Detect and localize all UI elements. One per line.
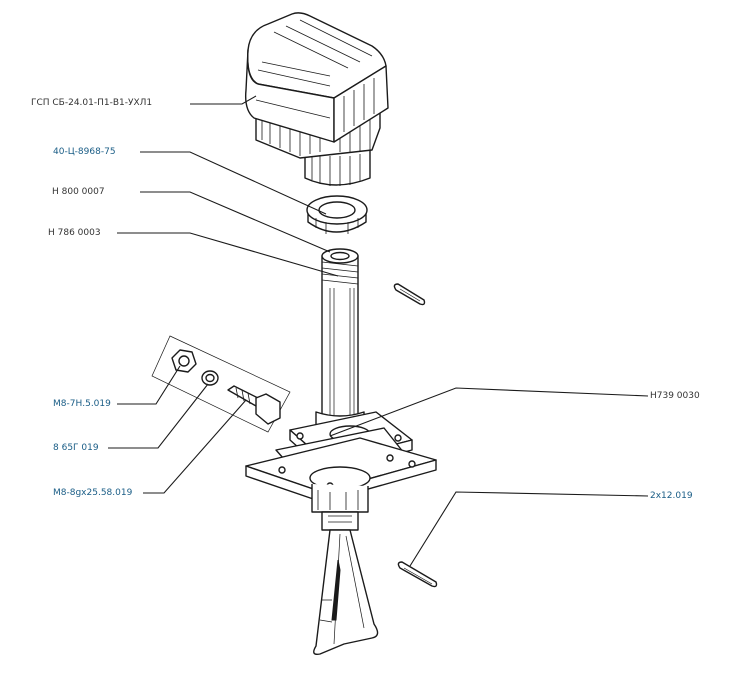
leader-lines [108,95,649,567]
lower-shaft-paddle [313,511,379,656]
bracket-assembly [245,411,437,513]
fastener-group [151,335,291,433]
callout-bracket: Н739 0030 [650,391,700,401]
callout-stem: Н 786 0003 [48,228,101,238]
callout-washer-top: Н 800 0007 [52,187,105,197]
cotter-pin-upper [393,283,426,306]
switch-housing [244,12,389,186]
callout-nut-large-link[interactable]: 40-Ц-8968-75 [53,147,116,157]
callout-cotter-pin-link[interactable]: 2x12.019 [650,491,693,501]
callout-bolt-link[interactable]: М8-8gx25.58.019 [53,488,133,498]
callout-switch: ГСП СБ-24.01-П1-В1-УХЛ1 [31,98,153,108]
large-nut [306,195,368,234]
callout-nut-small-link[interactable]: М8-7Н.5.019 [53,399,111,409]
callout-spring-washer-link[interactable]: 8 65Г 019 [53,443,99,453]
cotter-pin-lower [397,561,438,588]
